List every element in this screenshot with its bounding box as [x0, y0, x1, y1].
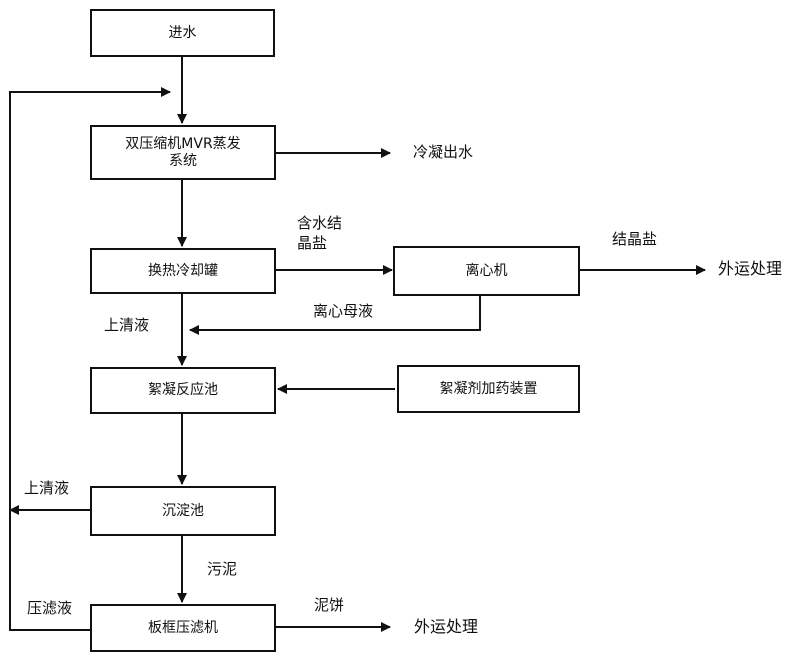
label-wet-salt: 含水结 晶盐 — [297, 214, 342, 253]
label-transport-1: 外运处理 — [718, 259, 782, 278]
label-condensate-out: 冷凝出水 — [413, 143, 473, 161]
node-dosing-device: 絮凝剂加药装置 — [397, 365, 580, 413]
node-cooling-tank: 换热冷却罐 — [90, 248, 276, 294]
label-transport-2: 外运处理 — [414, 617, 478, 636]
node-centrifuge: 离心机 — [393, 246, 580, 296]
label-filtrate: 压滤液 — [27, 599, 72, 617]
node-sedimentation-tank: 沉淀池 — [90, 486, 276, 536]
node-inlet: 进水 — [90, 9, 275, 57]
label-supernatant-2: 上清液 — [24, 479, 69, 497]
label-mud-cake: 泥饼 — [314, 596, 344, 614]
node-filter-press: 板框压滤机 — [90, 604, 276, 652]
node-flocculation-tank: 絮凝反应池 — [90, 367, 276, 414]
label-crystal-salt: 结晶盐 — [612, 230, 657, 248]
node-mvr-evaporator: 双压缩机MVR蒸发 系统 — [90, 125, 276, 180]
label-sludge: 污泥 — [207, 560, 237, 578]
label-supernatant-1: 上清液 — [104, 316, 149, 334]
label-mother-liquor: 离心母液 — [313, 302, 373, 320]
